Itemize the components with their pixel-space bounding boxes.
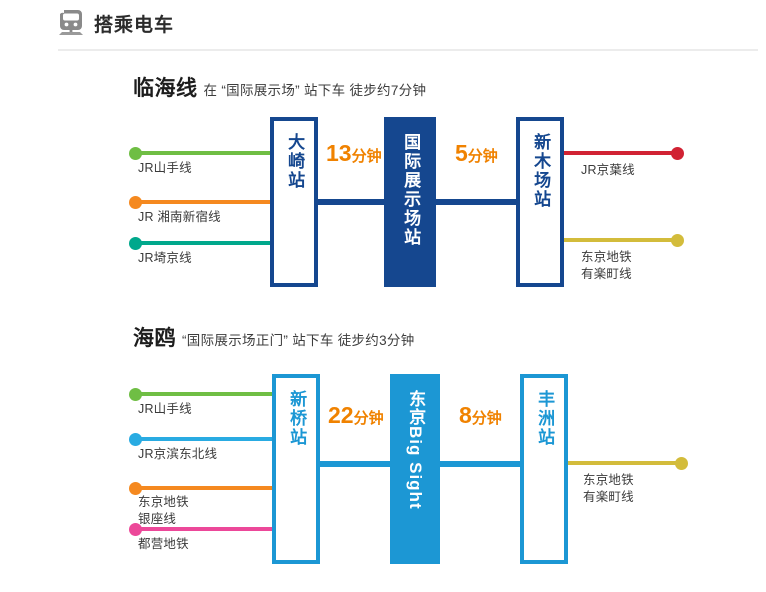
station-label-kokusai-tenjijo: 国际展示场站 [401,133,421,247]
branch-line-jr-keihin-tohoku [136,437,278,441]
branch-dot-jr-keihin-tohoku [129,432,142,446]
travel-time-value: 8 [459,402,472,428]
branch-label-jr-yamanote: JR山手线 [138,161,192,175]
station-box-tokyo-big-sight[interactable]: 东京Big Sight [390,374,440,564]
travel-time-osaki-kokusai: 13分钟 [326,142,382,165]
branch-line-jr-yamanote-2 [136,392,278,396]
branch-line-jr-yamanote [136,151,276,155]
branch-label-tokyo-metro-yurakucho-2: 东京地铁 有楽町线 [583,473,634,504]
branch-line-tokyo-metro-yurakucho [556,238,678,242]
station-box-shinkiba[interactable]: 新木场站 [516,117,564,287]
station-box-toyosu[interactable]: 丰洲站 [520,374,568,564]
station-box-shinbashi[interactable]: 新桥站 [272,374,320,564]
travel-time-unit: 分钟 [471,410,502,427]
header-divider [58,49,758,51]
station-label-toyosu: 丰洲站 [535,390,555,447]
branch-dot-jr-shonan-shinjuku [129,195,142,209]
branch-dot-tokyo-metro-yurakucho [671,233,684,247]
branch-line-jr-shonan-shinjuku [136,200,276,204]
branch-label-jr-keihin-tohoku: JR京滨东北线 [138,447,218,461]
branch-dot-jr-yamanote [129,146,142,160]
station-label-osaki: 大崎站 [285,133,305,190]
travel-time-kokusai-shinkiba: 5分钟 [455,142,498,165]
branch-dot-tokyo-metro-ginza [129,481,142,495]
branch-dot-jr-yamanote-2 [129,387,142,401]
travel-time-bigsight-toyosu: 8分钟 [459,404,502,427]
branch-dot-toei-subway [129,522,142,536]
section-header-rinkai: 临海线在 “国际展示场” 站下车 徒步约7分钟 [133,72,426,102]
page-header: 搭乘电车 [58,6,174,44]
branch-line-tokyo-metro-ginza [136,486,278,490]
station-box-kokusai-tenjijo[interactable]: 国际展示场站 [384,117,436,287]
travel-time-shinbashi-bigsight: 22分钟 [328,404,384,427]
trunk-segment-bigsight-toyosu [440,461,524,467]
branch-dot-jr-keiyo [671,146,684,160]
station-label-tokyo-big-sight: 东京Big Sight [406,390,426,510]
branch-line-jr-keiyo [556,151,678,155]
section-name: 临海线 [133,77,198,100]
branch-dot-jr-saikyo [129,236,142,250]
travel-time-value: 5 [455,140,468,166]
branch-label-jr-keiyo: JR京葉线 [581,163,635,177]
section-header-yurikamome: 海鸥 “国际展示场正门” 站下车 徒步约3分钟 [133,322,415,352]
station-label-shinkiba: 新木场站 [531,133,551,209]
branch-label-jr-yamanote-2: JR山手线 [138,402,192,416]
section-note: “国际展示场正门” 站下车 徒步约3分钟 [182,333,415,348]
travel-time-unit: 分钟 [467,148,498,165]
branch-dot-tokyo-metro-yurakucho-2 [675,456,688,470]
trunk-segment-kokusai-shinkiba [436,199,520,205]
branch-label-jr-shonan-shinjuku: JR 湘南新宿线 [138,210,221,224]
station-label-shinbashi: 新桥站 [287,390,307,447]
section-name: 海鸥 [133,327,176,350]
section-note: 在 “国际展示场” 站下车 徒步约7分钟 [203,83,427,98]
travel-time-value: 22 [328,402,354,428]
travel-time-value: 13 [326,140,352,166]
station-box-osaki[interactable]: 大崎站 [270,117,318,287]
branch-label-toei-subway: 都营地铁 [138,537,189,551]
branch-label-tokyo-metro-ginza: 东京地铁 银座线 [138,495,189,526]
branch-line-tokyo-metro-yurakucho-2 [560,461,682,465]
trunk-segment-shinbashi-bigsight [302,461,390,467]
branch-line-jr-saikyo [136,241,276,245]
branch-label-jr-saikyo: JR埼京线 [138,251,192,265]
branch-line-toei-subway [136,527,278,531]
travel-time-unit: 分钟 [351,148,382,165]
branch-label-tokyo-metro-yurakucho: 东京地铁 有楽町线 [581,250,632,281]
page-title: 搭乘电车 [94,14,175,36]
trunk-segment-osaki-kokusai [300,199,384,205]
train-icon [58,9,84,42]
travel-time-unit: 分钟 [353,410,384,427]
